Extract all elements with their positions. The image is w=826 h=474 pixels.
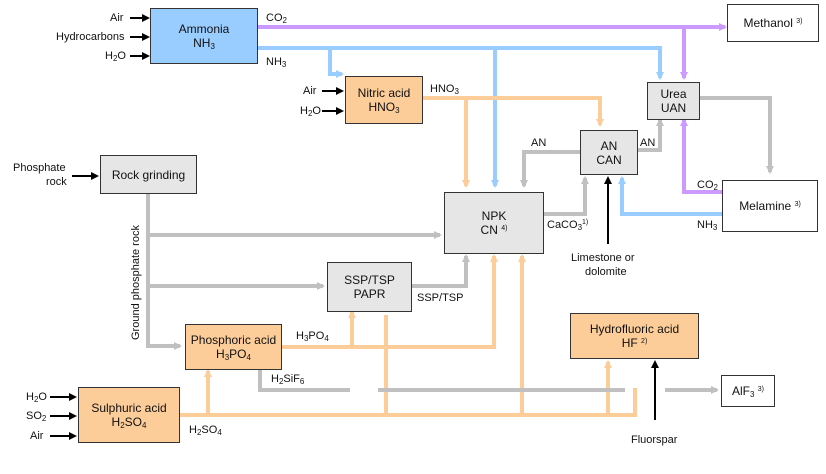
phosphoric-acid-formula: H3PO4 <box>216 347 251 362</box>
ammonia-formula: NH3 <box>193 36 215 51</box>
label-air-sulphuric: Air <box>30 430 44 442</box>
label-limestone-2: dolomite <box>585 266 627 278</box>
label-h3po4: H3PO4 <box>296 330 329 343</box>
cn-name: CN 4) <box>480 223 508 237</box>
label-limestone-1: Limestone or <box>571 252 635 264</box>
label-hno3: HNO3 <box>430 83 459 96</box>
label-phosphate-rock-1: Phosphate <box>13 162 66 174</box>
ssp-tsp-name: SSP/TSP <box>344 273 395 287</box>
label-an-right: AN <box>640 137 656 149</box>
uan-name: UAN <box>660 101 687 115</box>
nitric-acid-name: Nitric acid <box>357 86 411 100</box>
hydrofluoric-acid-name: Hydrofluoric acid <box>589 322 680 336</box>
papr-name: PAPR <box>353 287 386 301</box>
npk-name: NPK <box>481 209 507 223</box>
label-an-left: AN <box>531 137 547 149</box>
label-ground-phosphate-rock: Ground phosphate rock <box>130 225 142 340</box>
label-co2-top: CO2 <box>266 12 287 25</box>
label-h2so4: H2SO4 <box>189 424 222 437</box>
label-ssp-tsp: SSP/TSP <box>417 292 464 304</box>
label-air-nitric: Air <box>303 85 317 97</box>
co2-lines <box>258 23 727 194</box>
label-so2: SO2 <box>26 410 47 423</box>
phosphoric-acid-box: Phosphoric acid H3PO4 <box>185 324 282 370</box>
label-air-ammonia: Air <box>110 12 124 24</box>
alf3-name: AlF3 3) <box>731 384 765 399</box>
sulphuric-acid-name: Sulphuric acid <box>91 401 167 415</box>
melamine-box: Melamine 3) <box>722 180 818 232</box>
nitric-acid-box: Nitric acid HNO3 <box>345 76 423 124</box>
label-nh3-melamine: NH3 <box>697 219 718 232</box>
hydrofluoric-acid-box: Hydrofluoric acid HF 2) <box>570 313 699 359</box>
label-h2o-sulphuric: H2O <box>26 391 47 404</box>
melamine-name: Melamine 3) <box>739 199 801 213</box>
label-co2-melamine: CO2 <box>697 179 718 192</box>
rock-grinding-box: Rock grinding <box>100 155 197 194</box>
label-h2o-nitric: H2O <box>300 105 321 118</box>
sulphuric-acid-formula: H2SO4 <box>111 415 147 430</box>
methanol-box: Methanol 3) <box>727 4 819 42</box>
phosphoric-acid-name: Phosphoric acid <box>190 333 277 347</box>
label-hydrocarbons: Hydrocarbons <box>56 31 125 43</box>
label-caco3: CaCO31) <box>547 219 589 232</box>
methanol-name: Methanol 3) <box>743 16 803 30</box>
label-phosphate-rock-2: rock <box>46 176 67 188</box>
an-name: AN <box>600 138 618 153</box>
label-fluorspar: Fluorspar <box>631 434 678 446</box>
ammonia-box: Ammonia NH3 <box>150 8 258 64</box>
nh3-lines <box>258 46 722 216</box>
alf3-box: AlF3 3) <box>721 375 775 407</box>
hydrofluoric-acid-formula: HF 2) <box>621 336 648 350</box>
npk-cn-box: NPK CN 4) <box>444 192 544 254</box>
label-nh3-top: NH3 <box>266 56 287 69</box>
orange-lines <box>180 96 637 417</box>
label-h2o-ammonia: H2O <box>105 50 126 63</box>
ssp-tsp-papr-box: SSP/TSP PAPR <box>327 262 412 312</box>
rock-grinding-name: Rock grinding <box>111 167 186 182</box>
nitric-acid-formula: HNO3 <box>368 100 400 115</box>
urea-uan-box: Urea UAN <box>647 82 700 120</box>
an-can-box: AN CAN <box>580 130 638 175</box>
label-h2sif6: H2SiF6 <box>271 373 305 386</box>
urea-name: Urea <box>660 87 687 101</box>
ammonia-name: Ammonia <box>178 22 230 36</box>
grey-lines <box>146 96 774 394</box>
can-name: CAN <box>596 152 622 167</box>
sulphuric-acid-box: Sulphuric acid H2SO4 <box>78 387 180 443</box>
input-arrows <box>50 14 659 440</box>
